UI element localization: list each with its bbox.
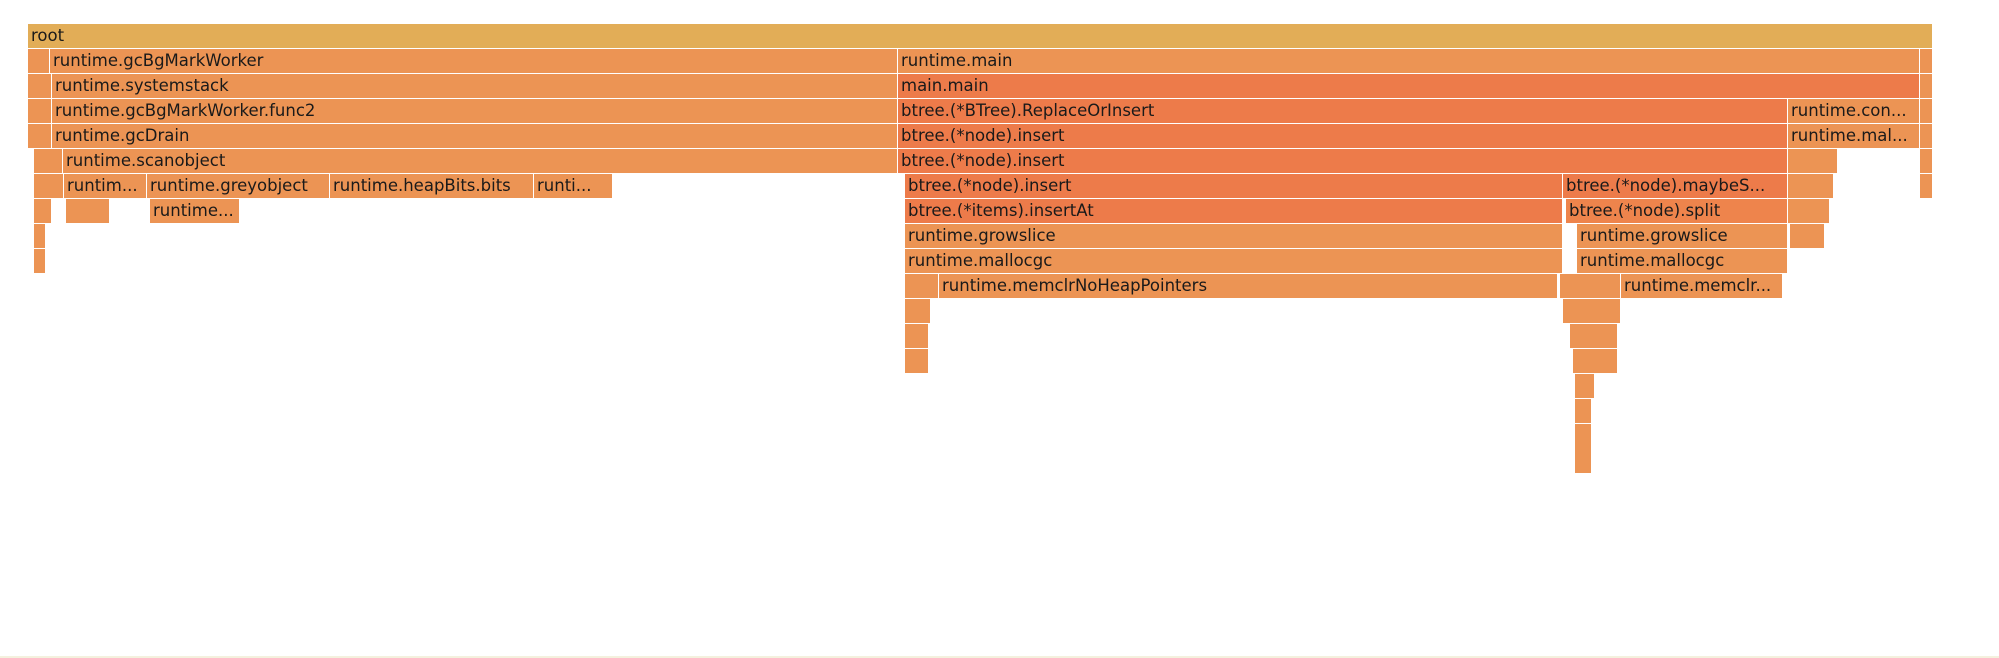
frame-label: runtime.main bbox=[901, 51, 1013, 70]
frame[interactable] bbox=[1920, 74, 1933, 99]
frame-label: runtime.systemstack bbox=[55, 76, 229, 95]
frame-label: runtime.growslice bbox=[908, 226, 1056, 245]
frame-runtime-con[interactable]: runtime.con... bbox=[1788, 99, 1920, 124]
frame-label: root bbox=[31, 26, 65, 45]
frame-runtim-truncated[interactable]: runtim... bbox=[64, 174, 147, 199]
frame-gcbgmarkworker[interactable]: runtime.gcBgMarkWorker bbox=[50, 49, 898, 74]
frame[interactable] bbox=[66, 199, 110, 224]
frame[interactable] bbox=[34, 149, 63, 174]
frame-growslice[interactable]: runtime.growslice bbox=[1577, 224, 1788, 249]
frame[interactable] bbox=[905, 274, 939, 299]
frame[interactable] bbox=[1788, 174, 1834, 199]
frame-label: btree.(*node).insert bbox=[901, 126, 1065, 145]
frame[interactable] bbox=[1920, 174, 1933, 199]
frame[interactable] bbox=[1575, 399, 1592, 424]
frame[interactable] bbox=[1790, 224, 1825, 249]
frame[interactable] bbox=[1788, 199, 1830, 224]
frame[interactable] bbox=[34, 174, 64, 199]
frame-mallocgc[interactable]: runtime.mallocgc bbox=[1577, 249, 1788, 274]
frame-btree-replaceorinsert[interactable]: btree.(*BTree).ReplaceOrInsert bbox=[898, 99, 1788, 124]
frame[interactable] bbox=[1788, 149, 1838, 174]
frame[interactable] bbox=[905, 349, 929, 374]
frame-label: runtime.scanobject bbox=[66, 151, 226, 170]
frame[interactable] bbox=[28, 74, 52, 99]
frame-label: runti... bbox=[537, 176, 592, 195]
frame[interactable] bbox=[1920, 149, 1933, 174]
frame[interactable] bbox=[28, 99, 52, 124]
frame-gcdrain[interactable]: runtime.gcDrain bbox=[52, 124, 898, 149]
frame-label: main.main bbox=[901, 76, 989, 95]
frame-label: runtime.gcDrain bbox=[55, 126, 190, 145]
frame-label: runtime.mal... bbox=[1791, 126, 1908, 145]
frame[interactable] bbox=[1920, 124, 1933, 149]
frame-root[interactable]: root bbox=[28, 24, 1933, 49]
frame[interactable] bbox=[1920, 49, 1933, 74]
frame-runtime-main[interactable]: runtime.main bbox=[898, 49, 1920, 74]
frame-node-insert[interactable]: btree.(*node).insert bbox=[898, 149, 1788, 174]
frame[interactable] bbox=[28, 49, 50, 74]
frame[interactable] bbox=[1575, 424, 1592, 474]
frame[interactable] bbox=[1573, 349, 1618, 374]
frame-node-insert[interactable]: btree.(*node).insert bbox=[905, 174, 1563, 199]
frame-heapbits-bits[interactable]: runtime.heapBits.bits bbox=[330, 174, 534, 199]
frame[interactable] bbox=[28, 124, 52, 149]
frame-label: runtime... bbox=[153, 201, 234, 220]
frame-label: runtime.heapBits.bits bbox=[333, 176, 511, 195]
frame-label: btree.(*node).insert bbox=[908, 176, 1072, 195]
frame[interactable] bbox=[34, 199, 52, 224]
frame-label: btree.(*node).insert bbox=[901, 151, 1065, 170]
frame-label: btree.(*BTree).ReplaceOrInsert bbox=[901, 101, 1155, 120]
frame[interactable] bbox=[905, 324, 929, 349]
frame-growslice[interactable]: runtime.growslice bbox=[905, 224, 1563, 249]
frame[interactable] bbox=[1575, 374, 1595, 399]
frame-label: runtime.growslice bbox=[1580, 226, 1728, 245]
frame-label: runtime.mallocgc bbox=[1580, 251, 1725, 270]
frame-label: runtime.mallocgc bbox=[908, 251, 1053, 270]
frame[interactable] bbox=[1920, 99, 1933, 124]
frame-node-insert[interactable]: btree.(*node).insert bbox=[898, 124, 1788, 149]
frame-label: btree.(*items).insertAt bbox=[908, 201, 1094, 220]
frame[interactable] bbox=[1560, 274, 1621, 299]
frame-greyobject[interactable]: runtime.greyobject bbox=[147, 174, 330, 199]
frame-systemstack[interactable]: runtime.systemstack bbox=[52, 74, 898, 99]
frame-main-main[interactable]: main.main bbox=[898, 74, 1920, 99]
frame-label: btree.(*node).split bbox=[1569, 201, 1721, 220]
frame-label: runtime.gcBgMarkWorker.func2 bbox=[55, 101, 316, 120]
frame-memclrnoheappointers[interactable]: runtime.memclrNoHeapPointers bbox=[939, 274, 1558, 299]
frame-items-insertat[interactable]: btree.(*items).insertAt bbox=[905, 199, 1563, 224]
frame-label: runtime.con... bbox=[1791, 101, 1907, 120]
frame-memclr-truncated[interactable]: runtime.memclr... bbox=[1621, 274, 1783, 299]
frame-label: runtime.gcBgMarkWorker bbox=[53, 51, 264, 70]
frame-scanobject[interactable]: runtime.scanobject bbox=[63, 149, 898, 174]
frame-mallocgc[interactable]: runtime.mallocgc bbox=[905, 249, 1563, 274]
bottom-rule bbox=[0, 656, 1999, 658]
frame-label: runtim... bbox=[67, 176, 138, 195]
frame[interactable] bbox=[1570, 324, 1618, 349]
frame[interactable] bbox=[34, 224, 46, 249]
frame-runtime-truncated[interactable]: runtime... bbox=[150, 199, 240, 224]
frame-node-maybesplit[interactable]: btree.(*node).maybeS... bbox=[1563, 174, 1788, 199]
frame-label: runtime.memclr... bbox=[1624, 276, 1772, 295]
frame-label: runtime.memclrNoHeapPointers bbox=[942, 276, 1208, 295]
frame[interactable] bbox=[905, 299, 931, 324]
frame-label: runtime.greyobject bbox=[150, 176, 308, 195]
frame-gcbgmarkworker-func2[interactable]: runtime.gcBgMarkWorker.func2 bbox=[52, 99, 898, 124]
frame-runti-truncated[interactable]: runti... bbox=[534, 174, 613, 199]
frame-runtime-mal[interactable]: runtime.mal... bbox=[1788, 124, 1920, 149]
frame[interactable] bbox=[1563, 299, 1621, 324]
frame-node-split[interactable]: btree.(*node).split bbox=[1566, 199, 1788, 224]
frame[interactable] bbox=[34, 249, 46, 274]
frame-label: btree.(*node).maybeS... bbox=[1566, 176, 1766, 195]
